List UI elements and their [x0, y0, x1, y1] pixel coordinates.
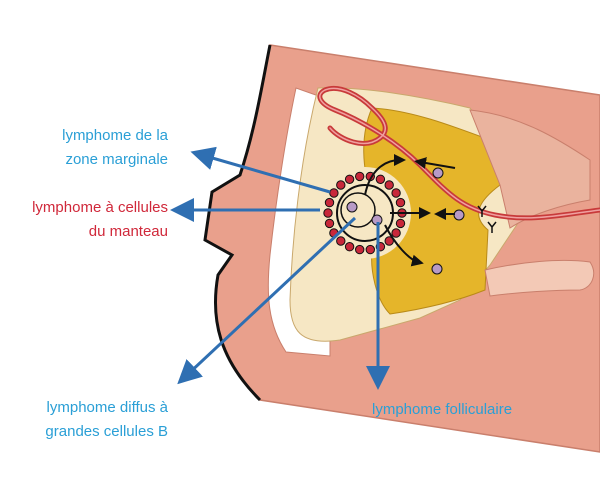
b-cell: [346, 201, 358, 213]
b-cell: [431, 263, 443, 275]
mantle-dot: [375, 174, 386, 185]
blood-vessel-inner: [319, 87, 600, 219]
antibody-icons: [477, 205, 497, 233]
mantle-dot: [395, 218, 406, 229]
mantle-dot: [365, 244, 375, 255]
mantle-dot: [391, 228, 401, 238]
label-mantle-cell-lymphoma: lymphome à cellules du manteau: [0, 196, 168, 244]
label-follicular-lymphoma: lymphome folliculaire: [372, 398, 512, 422]
mantle-dot: [344, 242, 355, 252]
mantle-dot: [384, 236, 394, 246]
mantle-dot: [391, 188, 401, 198]
label-marginal-zone-lymphoma: lymphome de la zone marginale: [0, 124, 168, 172]
mantle-zone-dots: [323, 171, 407, 255]
label-line: du manteau: [88, 223, 168, 240]
mantle-dot: [336, 236, 346, 246]
medullary-region: [469, 109, 591, 229]
capsule-outer-edge: [203, 44, 272, 402]
mantle-dot: [329, 188, 339, 198]
label-line: lymphome folliculaire: [372, 401, 513, 418]
b-cell: [432, 167, 444, 179]
mantle-dot: [324, 218, 335, 229]
mantle-dot: [336, 180, 346, 190]
mantle-dot: [344, 174, 355, 185]
mantle-dot: [395, 197, 406, 208]
arrow-marginal-zone: [190, 146, 331, 194]
germinal-center: [340, 192, 376, 228]
label-line: grandes cellules B: [45, 423, 168, 440]
mantle-dot: [384, 180, 394, 190]
label-line: lymphome à cellules: [32, 199, 168, 216]
mantle-dot: [323, 208, 333, 218]
arrow-diffuse-large-b: [177, 216, 357, 385]
b-cell: [453, 209, 465, 221]
label-line: lymphome de la: [62, 127, 168, 144]
label-diffuse-large-b-cell-lymphoma: lymphome diffus à grandes cellules B: [0, 396, 168, 444]
medullary-cord: [484, 259, 595, 297]
mantle-dot: [324, 197, 335, 208]
label-line: zone marginale: [65, 151, 168, 168]
label-arrows: [170, 146, 390, 390]
b-cells: [346, 167, 465, 275]
mantle-dot: [355, 171, 365, 182]
migration-arrows: [364, 154, 456, 267]
label-line: lymphome diffus à: [46, 399, 168, 416]
mantle-dot: [355, 244, 365, 255]
